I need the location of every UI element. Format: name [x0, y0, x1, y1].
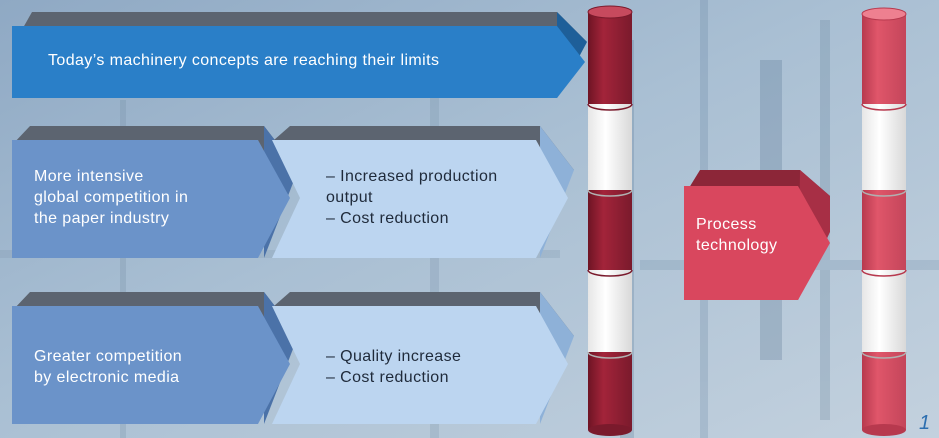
effect-box-2 [272, 306, 568, 424]
process-box [684, 186, 830, 300]
figure-number: 1 [919, 412, 931, 434]
banner-arrow [12, 26, 585, 98]
driver-box-1 [12, 140, 290, 258]
process-label: Process technology [696, 216, 778, 254]
right-pole [861, 7, 907, 436]
driver-box-2 [12, 306, 290, 424]
driver-label-2: Greater competition by electronic media [34, 348, 183, 386]
left-pole [587, 5, 633, 436]
effect-label-2: – Quality increase – Cost reduction [326, 348, 462, 386]
driver-label-1: More intensive global competition in the… [34, 168, 189, 227]
effect-box-1 [272, 140, 568, 258]
effect-label-1: – Increased production output – Cost red… [326, 168, 498, 227]
banner-title: Today’s machinery concepts are reaching … [48, 52, 440, 69]
